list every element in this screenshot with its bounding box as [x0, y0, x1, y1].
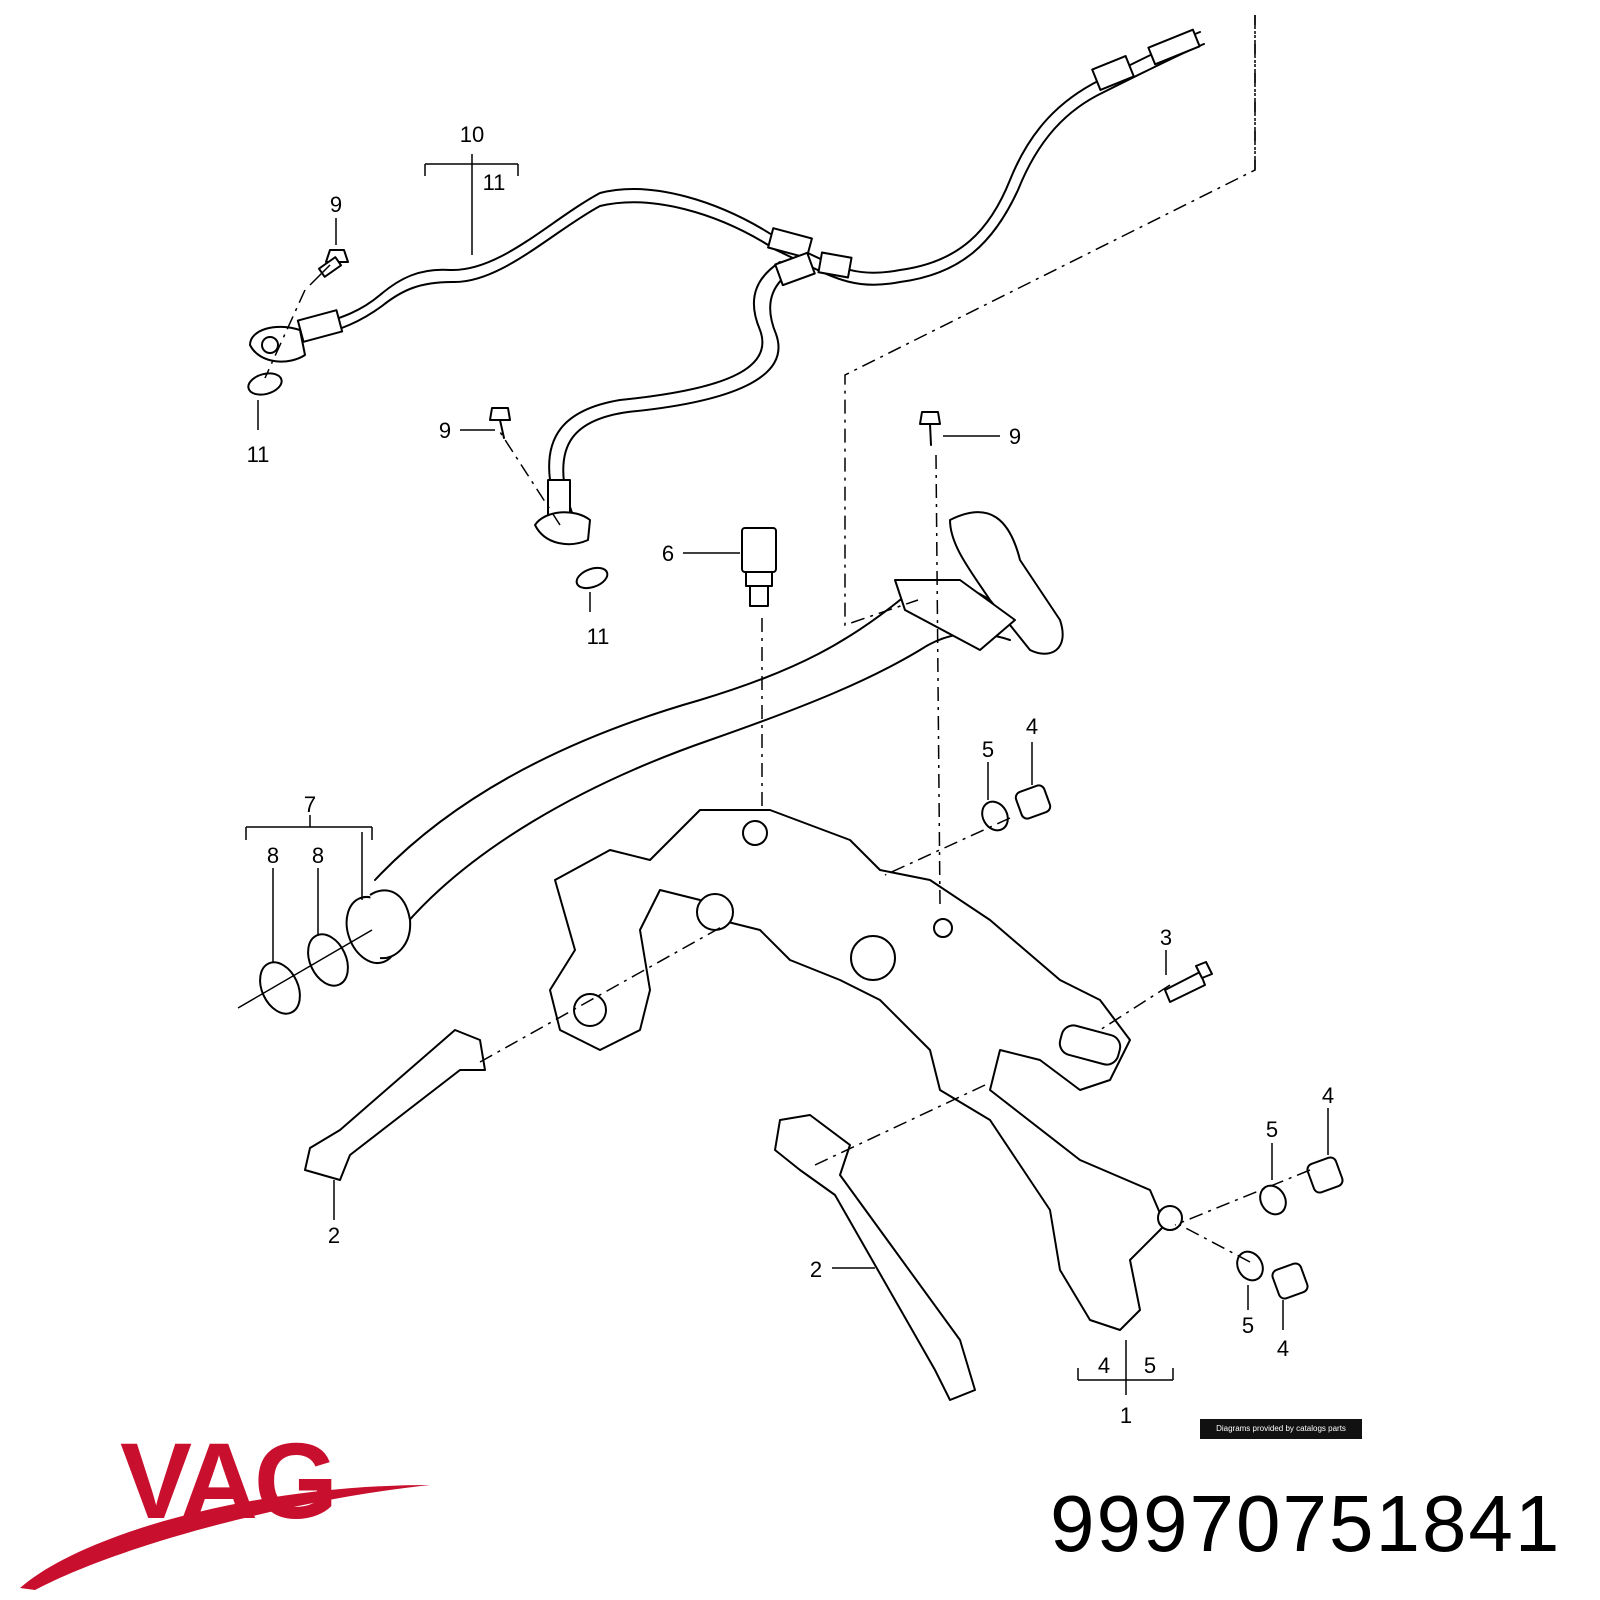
leader-lines	[245, 154, 1329, 1395]
gaskets	[304, 1029, 976, 1401]
callout-4: 4	[1026, 714, 1038, 739]
diagram-credit: Diagrams provided by catalogs parts	[1200, 1419, 1362, 1439]
callout-8: 8	[312, 843, 324, 868]
callout-5: 5	[1242, 1313, 1254, 1338]
o-rings	[237, 929, 373, 1015]
alignment-lines	[264, 15, 1311, 1263]
part-number: 99970751841	[1050, 1479, 1562, 1568]
callout-4: 4	[1277, 1336, 1289, 1361]
callout-4: 4	[1098, 1353, 1110, 1378]
callout-2: 2	[810, 1257, 822, 1282]
callout-11: 11	[587, 624, 610, 649]
callout-11: 11	[247, 442, 270, 467]
vent-hose	[247, 28, 1205, 590]
callout-5: 5	[982, 737, 994, 762]
callout-8: 8	[267, 843, 279, 868]
coolant-manifold	[549, 809, 1183, 1331]
logo-text: VAG	[120, 1430, 334, 1541]
callout-4: 4	[1322, 1083, 1334, 1108]
callout-5: 5	[1266, 1117, 1278, 1142]
plugs-and-seals	[981, 784, 1344, 1300]
callout-6: 6	[662, 541, 674, 566]
callout-9: 9	[439, 418, 451, 443]
callout-7: 7	[304, 792, 316, 817]
callout-labels: 10 11 9 11 9 11 9 6 7 8 8 5 4 3 2 2 4 5 …	[247, 122, 1335, 1428]
callout-9: 9	[330, 192, 342, 217]
temperature-sensor	[741, 527, 777, 607]
bolts	[309, 249, 941, 446]
callout-11: 11	[483, 170, 506, 195]
callout-10: 10	[460, 122, 484, 147]
callout-9: 9	[1009, 424, 1021, 449]
callout-5: 5	[1144, 1353, 1156, 1378]
callout-2: 2	[328, 1223, 340, 1248]
callout-3: 3	[1160, 925, 1172, 950]
vag-logo: VAG	[20, 1430, 430, 1590]
callout-1: 1	[1120, 1403, 1132, 1428]
